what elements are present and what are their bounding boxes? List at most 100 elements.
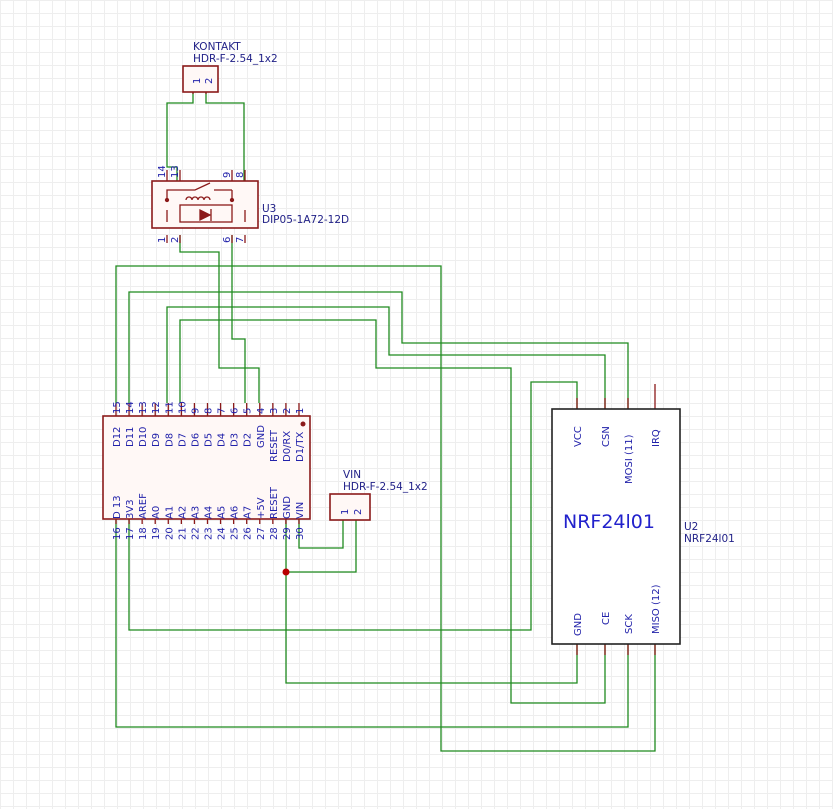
wire-kontakt1-relay13 [166, 92, 194, 181]
nano-top-pin-name: RESET [269, 429, 280, 462]
nano-bottom-pin-num: 28 [269, 527, 280, 540]
connector-vin[interactable]: VIN HDR-F-2.54_1x2 1 2 [329, 469, 428, 521]
nano-top-pin-name: D0/RX [282, 431, 293, 462]
nano-top-pin-num: 4 [256, 408, 267, 414]
nano-bottom-pin-name: A3 [190, 506, 201, 519]
nano-top-pin-num: 10 [177, 401, 188, 414]
nano-top-pin-name: D10 [138, 427, 149, 447]
nano-top-pin-num: 14 [125, 401, 136, 414]
nano-top-pin-num: 6 [230, 408, 241, 414]
relay-value: DIP05-1A72-12D [262, 214, 349, 226]
nano-bottom-pin-num: 18 [138, 527, 149, 540]
nano-bottom-pin-num: 24 [217, 527, 228, 540]
nano-bottom-pin-name: +5V [256, 497, 267, 519]
nano-top-pin-num: 12 [151, 401, 162, 414]
nano-top-pin-name: D7 [177, 433, 188, 447]
nrf24-body [551, 408, 681, 645]
relay-u3[interactable]: 14 13 9 8 1 2 6 7 U3 DIP05-1A72-12D [151, 165, 349, 243]
nano-top-pin-name: GND [256, 425, 267, 448]
nano-bottom-pin-name: GND [282, 496, 293, 519]
nrf-pin-sck: SCK [624, 614, 635, 634]
nrf24-module[interactable]: VCC CSN MOSI (11) IRQ NRF24l01 GND CE SC… [551, 384, 735, 655]
nano-top-pin-num: 2 [282, 408, 293, 414]
wire-relay6-d2 [231, 235, 246, 403]
nano-bottom-pin-name: A6 [230, 506, 241, 519]
vin-body [329, 493, 371, 521]
nano-top-pin-name: D1/TX [295, 431, 306, 462]
nrf-pin-csn: CSN [601, 426, 612, 447]
nano-top-pin-num: 3 [269, 408, 280, 414]
nrf-pin-miso: MISO (12) [651, 584, 662, 634]
nano-bottom-pin-num: 26 [243, 527, 254, 540]
relay-pin-14: 14 [157, 165, 168, 178]
nrf24-value: NRF24l01 [684, 533, 735, 545]
nano-bottom-pin-num: 19 [151, 527, 162, 540]
nrf24-title: NRF24l01 [563, 511, 655, 533]
nano-top-pin-num: 1 [295, 408, 306, 414]
nano-bottom-pin-name: AREF [138, 493, 149, 519]
nano-bottom-pin-name: A4 [203, 506, 214, 519]
nrf-pin-mosi: MOSI (11) [624, 434, 635, 484]
nano-bottom-pin-name: VIN [295, 502, 306, 519]
nano-top-pin-name: D9 [151, 433, 162, 447]
nrf24-ref: U2 [684, 521, 698, 533]
nano-bottom-pin-name: A5 [217, 506, 228, 519]
nano-bottom-pin-name: A7 [243, 506, 254, 519]
wire-d8-ce [179, 319, 606, 704]
wire-d10-csn [166, 306, 606, 412]
wire-gnd-nrf [285, 519, 578, 684]
relay-pin-2: 2 [170, 237, 181, 243]
nano-top-pin-name: D5 [203, 433, 214, 447]
connector-kontakt[interactable]: KONTAKT HDR-F-2.54_1x2 1 2 [182, 41, 278, 94]
nano-bottom-pin-name: 3V3 [125, 499, 136, 519]
junction-dot [282, 568, 290, 576]
nano-bottom-pin-name: A0 [151, 506, 162, 519]
nano-top-pin-num: 13 [138, 401, 149, 414]
nano-bottom-pin-num: 21 [177, 527, 188, 540]
nano-bottom-pin-num: 30 [295, 527, 306, 540]
relay-pin-1: 1 [157, 237, 168, 243]
nano-bottom-pin-name: D 13 [112, 495, 123, 519]
nano-bottom-pin-num: 29 [282, 527, 293, 540]
nano-top-pin-name: D11 [125, 427, 136, 447]
relay-pin-7: 7 [235, 237, 246, 243]
nano-bottom-pin-name: A1 [164, 506, 175, 519]
vin-value: HDR-F-2.54_1x2 [343, 481, 428, 493]
kontakt-ref: KONTAKT [193, 41, 241, 53]
wire-d12-miso [115, 265, 656, 752]
wire-vin2-junction [286, 519, 357, 573]
nano-body [102, 415, 311, 520]
relay-ref: U3 [262, 203, 276, 215]
nano-top-pin-num: 15 [112, 401, 123, 414]
wire-kontakt2-relay8 [205, 92, 245, 181]
nano-top-pin-num: 7 [217, 408, 228, 414]
nano-top-pin-name: D3 [230, 433, 241, 447]
relay-pin-8: 8 [235, 172, 246, 178]
nano-top-pin-name: D6 [190, 433, 201, 447]
nano-bottom-pin-name: RESET [269, 486, 280, 519]
nano-bottom-pin-name: A2 [177, 506, 188, 519]
nano-top-pin-num: 9 [190, 408, 201, 414]
wire-vin1-gnd [298, 519, 344, 549]
nano-bottom-pin-num: 27 [256, 527, 267, 540]
nano-bottom-pin-num: 25 [230, 527, 241, 540]
nrf-pin-irq: IRQ [651, 429, 662, 447]
nano-bottom-pin-num: 17 [125, 527, 136, 540]
nrf-pin-gnd: GND [573, 613, 584, 636]
nano-bottom-pin-num: 22 [190, 527, 201, 540]
nano-bottom-pin-num: 20 [164, 527, 175, 540]
nano-bottom-pin-num: 23 [203, 527, 214, 540]
wire-d13-sck [115, 519, 629, 728]
nano-top-pin-name: D2 [243, 433, 254, 447]
wire-d11-mosi [128, 291, 629, 412]
relay-pin-6: 6 [222, 237, 233, 243]
relay-pin-13: 13 [170, 165, 181, 178]
relay-pin-9: 9 [222, 172, 233, 178]
kontakt-body [182, 65, 219, 93]
nano-top-pin-num: 5 [243, 408, 254, 414]
pin1-marker-icon [300, 421, 306, 427]
wire-3v3-vcc [128, 381, 578, 631]
